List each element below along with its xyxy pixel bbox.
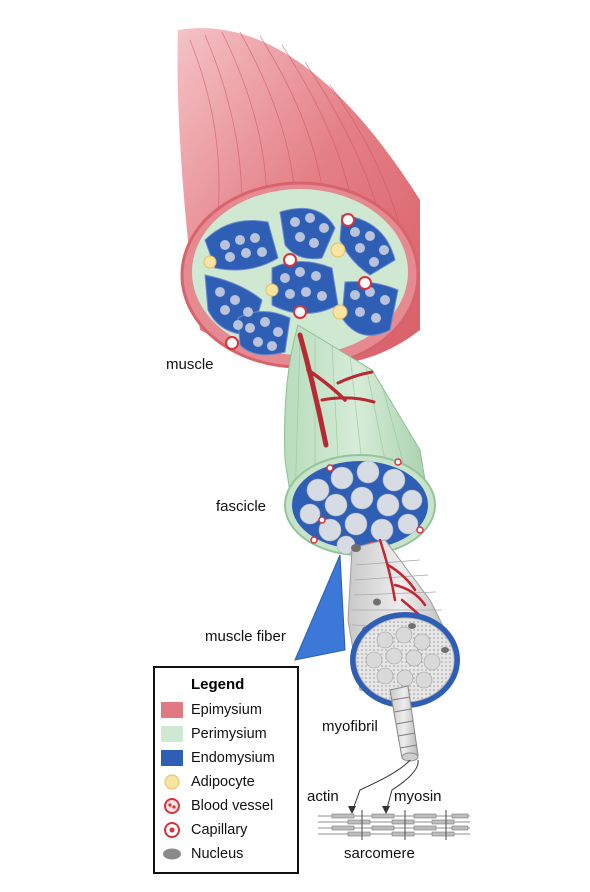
fascicle-group xyxy=(284,324,436,556)
legend-item-blood-vessel: Blood vessel xyxy=(161,796,273,816)
legend-item-endomysium: Endomysium xyxy=(161,748,275,768)
myofibril-leader xyxy=(351,759,411,813)
legend-label: Capillary xyxy=(191,822,248,838)
legend-label: Perimysium xyxy=(191,726,267,742)
label-muscle: muscle xyxy=(166,356,214,373)
muscle-group xyxy=(177,28,420,369)
label-fascicle: fascicle xyxy=(216,498,267,515)
legend-box: Legend Epimysium Perimysium Endomysium A… xyxy=(153,666,299,874)
legend-label: Blood vessel xyxy=(191,798,274,814)
myofibril-group xyxy=(348,685,419,814)
sarcomere-diagram xyxy=(318,810,470,840)
perimysium-swatch xyxy=(161,726,183,742)
endomysium-sheet xyxy=(294,554,346,661)
label-muscle-fiber: muscle fiber xyxy=(205,628,286,645)
legend-label: Epimysium xyxy=(191,702,262,718)
legend-item-nucleus: Nucleus xyxy=(161,844,243,864)
capillary-icon xyxy=(164,822,180,838)
fascicle-fibers xyxy=(215,213,390,351)
legend-item-adipocyte: Adipocyte xyxy=(161,772,255,792)
muscle-adipocytes xyxy=(203,242,348,320)
legend-item-capillary: Capillary xyxy=(161,820,247,840)
legend-item-perimysium: Perimysium xyxy=(161,724,267,744)
legend-title: Legend xyxy=(191,676,245,693)
epimysium-swatch xyxy=(161,702,183,718)
legend-item-epimysium: Epimysium xyxy=(161,700,262,720)
endomysium-swatch xyxy=(161,750,183,766)
muscle-blood-vessels xyxy=(225,213,372,350)
fascicle-artery xyxy=(297,332,376,448)
fascicle-muscle-fibers xyxy=(299,460,423,555)
muscle-fiber-group xyxy=(294,538,460,708)
legend-label: Endomysium xyxy=(191,750,275,766)
legend-label: Nucleus xyxy=(191,846,244,862)
blood-vessel-icon xyxy=(164,798,180,814)
label-myofibril: myofibril xyxy=(322,718,378,735)
myofibril-rod xyxy=(389,685,419,759)
label-myosin: myosin xyxy=(394,788,442,805)
label-sarcomere: sarcomere xyxy=(344,845,415,862)
legend-label: Adipocyte xyxy=(191,774,255,790)
label-actin: actin xyxy=(307,788,339,805)
nucleus-icon xyxy=(163,848,181,860)
adipocyte-icon xyxy=(164,774,180,790)
